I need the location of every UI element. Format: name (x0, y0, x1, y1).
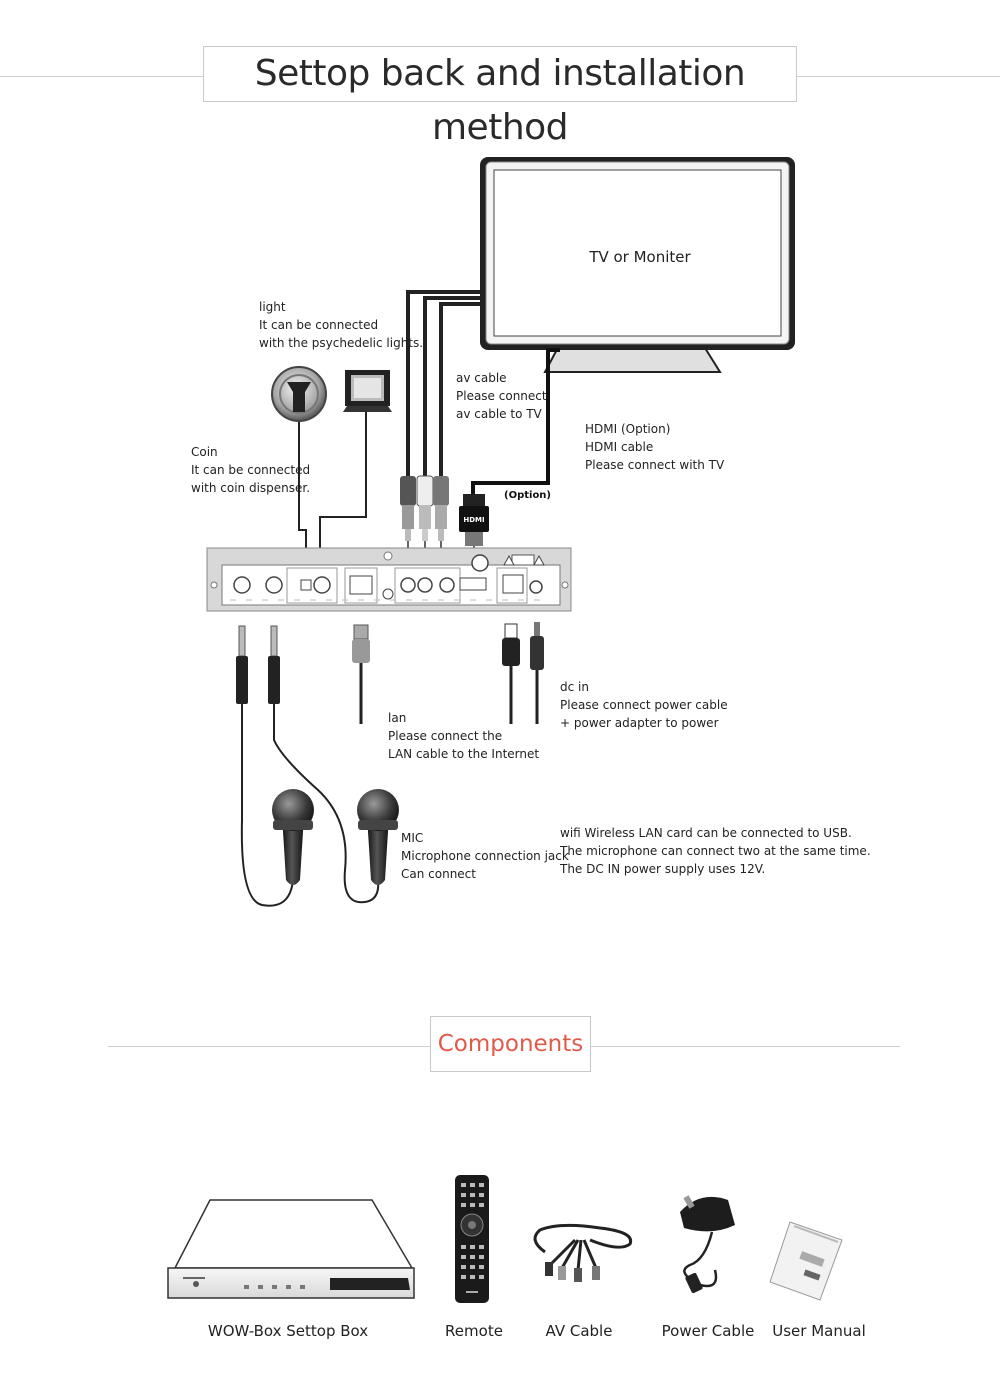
note-lan-line-3: LAN cable to the Internet (388, 745, 539, 763)
note-info: wifi Wireless LAN card can be connected … (560, 824, 871, 878)
note-av-line-1: av cable (456, 369, 547, 387)
note-light: light It can be connected with the psych… (259, 298, 423, 352)
lan-plug (352, 625, 370, 724)
av-cable-illustration (535, 1225, 631, 1282)
tv-label: TV or Moniter (560, 248, 720, 266)
component-caption-user-manual: User Manual (772, 1322, 865, 1340)
microphone-right (357, 789, 399, 885)
note-lan-line-2: Please connect the (388, 727, 539, 745)
note-mic-line-2: Microphone connection jack (401, 847, 569, 865)
settop-back-panel (207, 548, 571, 611)
note-av-cable: av cable Please connect av cable to TV (456, 369, 547, 423)
note-light-line-1: light (259, 298, 423, 316)
component-caption-remote: Remote (445, 1322, 503, 1340)
note-hdmi: HDMI (Option) HDMI cable Please connect … (585, 420, 724, 474)
microphone-left (272, 789, 314, 885)
note-mic-line-1: MIC (401, 829, 569, 847)
component-caption-power-cable: Power Cable (662, 1322, 755, 1340)
components-title-box: Components (430, 1016, 591, 1072)
note-hdmi-line-3: Please connect with TV (585, 456, 724, 474)
note-coin-line-1: Coin (191, 443, 310, 461)
power-adapter-illustration (680, 1195, 735, 1293)
note-hdmi-line-1: HDMI (Option) (585, 420, 724, 438)
note-lan-line-1: lan (388, 709, 539, 727)
component-caption-settop-box: WOW-Box Settop Box (208, 1322, 368, 1340)
note-dcin-line-2: Please connect power cable (560, 696, 728, 714)
note-av-line-2: Please connect (456, 387, 547, 405)
note-mic: MIC Microphone connection jack Can conne… (401, 829, 569, 883)
note-info-line-2: The microphone can connect two at the sa… (560, 842, 871, 860)
mic-plugs (236, 626, 280, 704)
note-hdmi-line-2: HDMI cable (585, 438, 724, 456)
note-dc-in: dc in Please connect power cable + power… (560, 678, 728, 732)
note-coin-line-3: with coin dispenser. (191, 479, 310, 497)
hdmi-option-label: (Option) (504, 490, 551, 501)
remote-illustration (455, 1175, 489, 1303)
note-av-line-3: av cable to TV (456, 405, 547, 423)
hdmi-plug-label: HDMI (461, 516, 487, 524)
spot-light (320, 370, 392, 578)
note-lan: lan Please connect the LAN cable to the … (388, 709, 539, 763)
note-coin-line-2: It can be connected (191, 461, 310, 479)
components-title: Components (438, 1031, 584, 1057)
note-light-line-3: with the psychedelic lights. (259, 334, 423, 352)
settop-box-illustration (168, 1200, 414, 1298)
note-coin: Coin It can be connected with coin dispe… (191, 443, 310, 497)
user-manual-illustration (770, 1222, 842, 1300)
note-info-line-3: The DC IN power supply uses 12V. (560, 860, 871, 878)
note-light-line-2: It can be connected (259, 316, 423, 334)
note-mic-line-3: Can connect (401, 865, 569, 883)
note-dcin-line-3: + power adapter to power (560, 714, 728, 732)
component-caption-av-cable: AV Cable (546, 1322, 613, 1340)
note-dcin-line-1: dc in (560, 678, 728, 696)
note-info-line-1: wifi Wireless LAN card can be connected … (560, 824, 871, 842)
